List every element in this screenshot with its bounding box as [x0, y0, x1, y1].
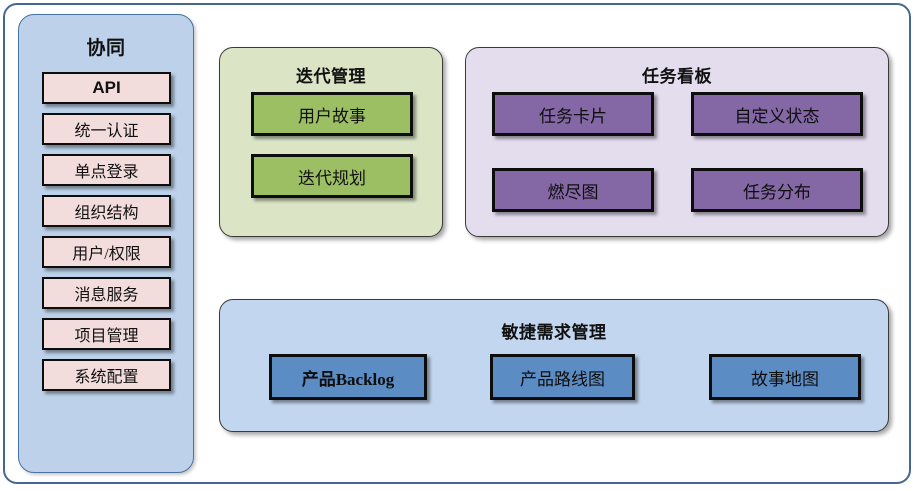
agile-box-story-map[interactable]: 故事地图	[709, 354, 861, 400]
sidebar-item-system-config[interactable]: 系统配置	[42, 359, 171, 391]
sidebar-item-message-service[interactable]: 消息服务	[42, 277, 171, 309]
taskboard-title: 任务看板	[642, 67, 712, 86]
sidebar-item-user-permission[interactable]: 用户/权限	[42, 236, 171, 268]
sidebar-item-list: API 统一认证 单点登录 组织结构 用户/权限 消息服务 项目管理 系统配置	[42, 72, 171, 400]
iteration-box-iteration-planning[interactable]: 迭代规划	[251, 154, 413, 198]
sidebar-item-project-management[interactable]: 项目管理	[42, 318, 171, 350]
sidebar-title: 协同	[86, 38, 126, 59]
iteration-title: 迭代管理	[296, 67, 366, 86]
sidebar-item-single-sign-on[interactable]: 单点登录	[42, 154, 171, 186]
sidebar-panel-collaboration[interactable]: 协同 API 统一认证 单点登录 组织结构 用户/权限 消息服务 项目管理 系统…	[18, 14, 194, 473]
taskboard-box-task-card[interactable]: 任务卡片	[492, 92, 654, 136]
taskboard-box-task-distribution[interactable]: 任务分布	[691, 168, 863, 212]
sidebar-item-unified-auth[interactable]: 统一认证	[42, 113, 171, 145]
panel-task-board[interactable]: 任务看板 任务卡片 自定义状态 燃尽图 任务分布	[465, 47, 889, 237]
taskboard-box-burndown-chart[interactable]: 燃尽图	[492, 168, 654, 212]
agile-box-product-roadmap[interactable]: 产品路线图	[490, 354, 635, 400]
agile-box-product-backlog[interactable]: 产品Backlog	[269, 354, 427, 400]
iteration-box-user-story[interactable]: 用户故事	[251, 92, 413, 136]
panel-agile-requirement-management[interactable]: 敏捷需求管理 产品Backlog 产品路线图 故事地图	[219, 299, 889, 432]
agile-title: 敏捷需求管理	[501, 323, 607, 342]
sidebar-item-org-structure[interactable]: 组织结构	[42, 195, 171, 227]
panel-iteration-management[interactable]: 迭代管理 用户故事 迭代规划	[219, 47, 443, 237]
sidebar-item-api[interactable]: API	[42, 72, 171, 104]
taskboard-box-custom-status[interactable]: 自定义状态	[691, 92, 863, 136]
